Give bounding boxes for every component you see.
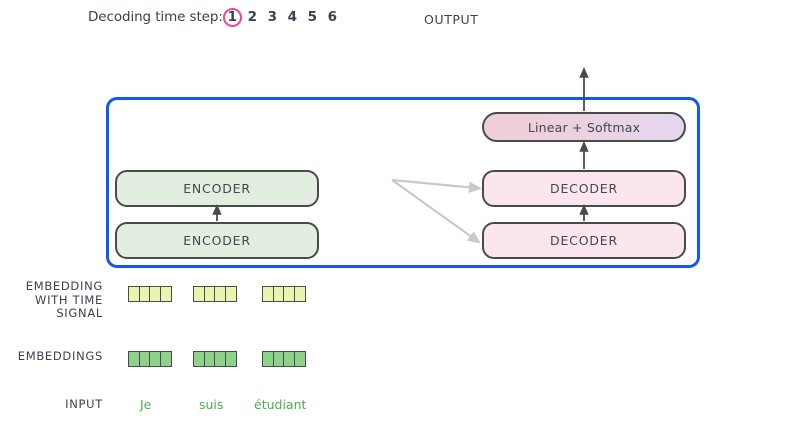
vector-cell xyxy=(294,286,307,302)
time-signal-vector-2 xyxy=(262,286,307,302)
time-step-5[interactable]: 5 xyxy=(307,9,317,25)
decoding-time-step-label: Decoding time step: xyxy=(88,9,223,25)
encoder-block-top[interactable]: ENCODER xyxy=(115,170,319,207)
vector-cell xyxy=(160,286,173,302)
time-step-3[interactable]: 3 xyxy=(267,9,277,25)
embedding-vector-1 xyxy=(193,351,238,367)
vector-cell xyxy=(160,351,173,367)
time-signal-vector-1 xyxy=(193,286,238,302)
embedding-with-time-signal-label: EMBEDDING WITH TIME SIGNAL xyxy=(0,279,103,321)
input-word-1: suis xyxy=(199,397,224,412)
time-step-4[interactable]: 4 xyxy=(287,9,297,25)
input-word-2: étudiant xyxy=(254,397,307,412)
vector-cell xyxy=(225,351,238,367)
embedding-label-line-3: SIGNAL xyxy=(56,306,103,320)
decoder-block-top[interactable]: DECODER xyxy=(482,170,686,207)
embedding-vector-2 xyxy=(262,351,307,367)
embedding-vector-0 xyxy=(128,351,173,367)
embedding-label-line-2: WITH TIME xyxy=(35,292,103,307)
input-word-0: Je xyxy=(140,397,152,412)
time-step-6[interactable]: 6 xyxy=(327,9,337,25)
vector-cell xyxy=(225,286,238,302)
embedding-label-line-1: EMBEDDING xyxy=(25,279,103,293)
decoding-time-step-row: Decoding time step: 1 2 3 4 5 6 xyxy=(88,7,338,27)
output-label: OUTPUT xyxy=(424,12,479,27)
input-label: INPUT xyxy=(65,397,103,411)
encoder-block-bottom[interactable]: ENCODER xyxy=(115,222,319,259)
time-step-1[interactable]: 1 xyxy=(222,7,242,27)
time-signal-vector-0 xyxy=(128,286,173,302)
embeddings-label: EMBEDDINGS xyxy=(17,349,103,363)
vector-cell xyxy=(294,351,307,367)
model-container xyxy=(106,97,700,268)
linear-softmax-block[interactable]: Linear + Softmax xyxy=(482,112,686,142)
time-step-2[interactable]: 2 xyxy=(247,9,257,25)
decoder-block-bottom[interactable]: DECODER xyxy=(482,222,686,259)
